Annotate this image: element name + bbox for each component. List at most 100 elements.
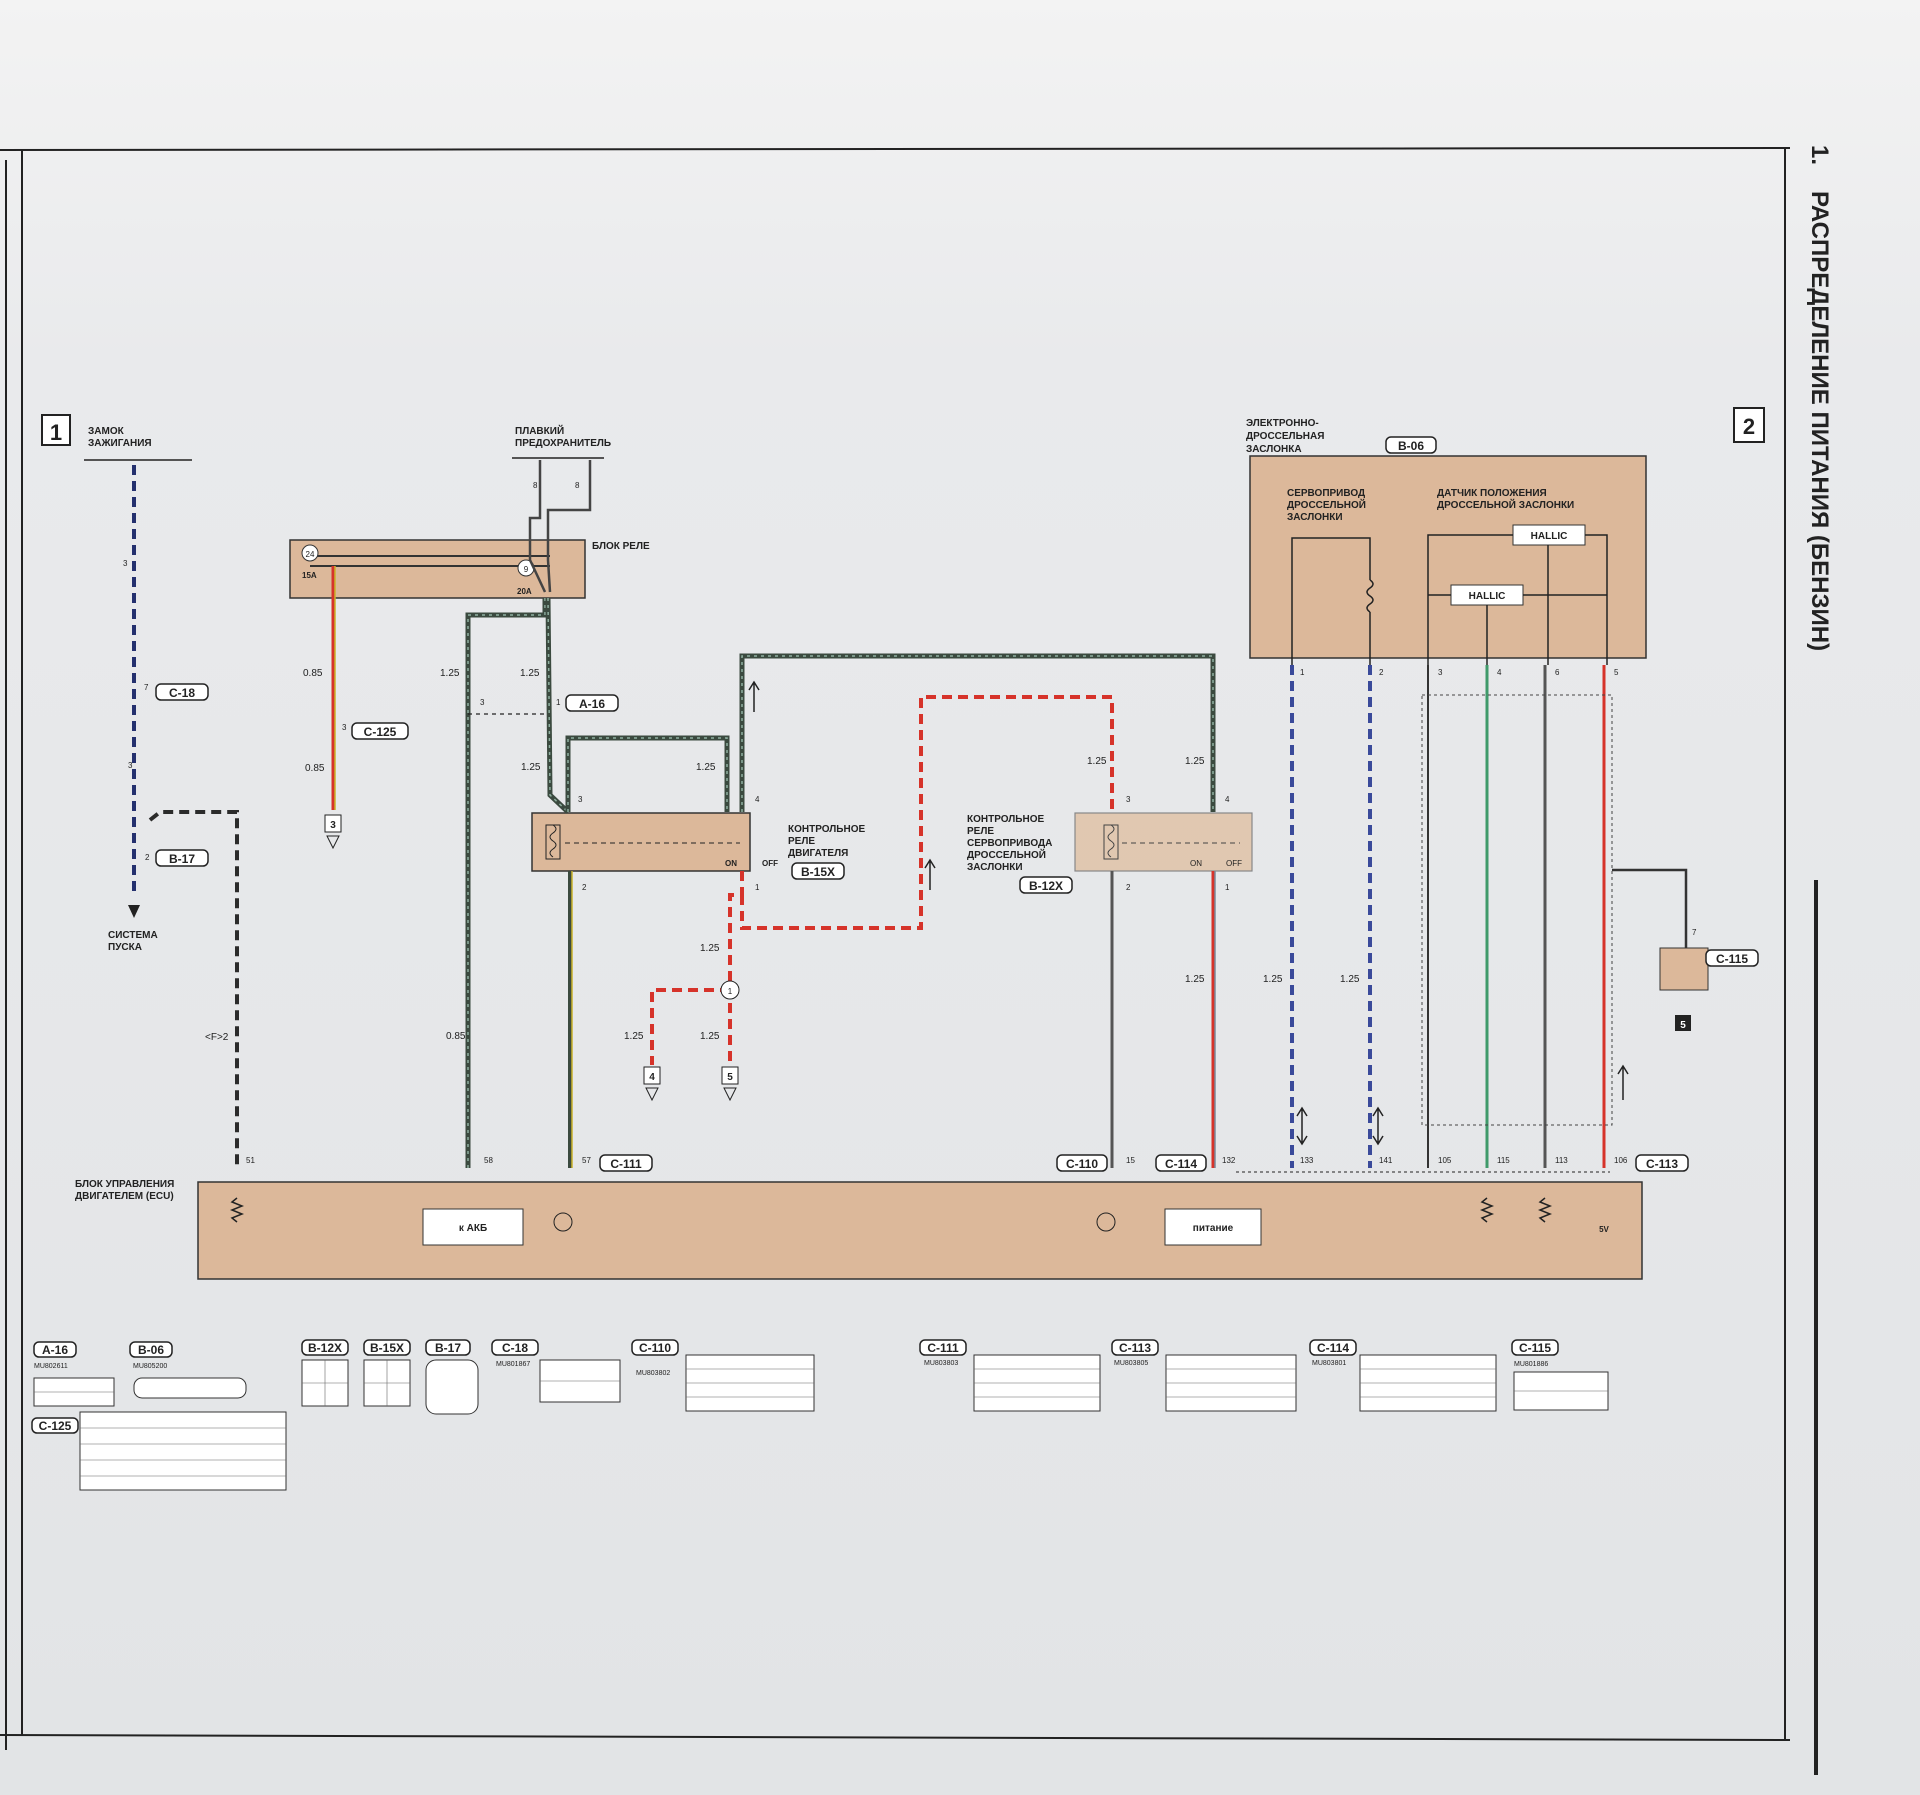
c115-component: 5	[1659, 947, 1709, 1031]
legend-c18: C-18	[491, 1339, 539, 1356]
svg-text:C-125: C-125	[39, 1419, 72, 1433]
svg-text:БЛОК УПРАВЛЕНИЯ: БЛОК УПРАВЛЕНИЯ	[75, 1179, 174, 1190]
svg-text:C-110: C-110	[639, 1341, 671, 1355]
wire-ecu-51	[148, 810, 239, 1170]
svg-text:3: 3	[480, 698, 485, 707]
svg-text:РЕЛЕ: РЕЛЕ	[788, 836, 815, 847]
svg-text:B-12X: B-12X	[308, 1341, 342, 1355]
pin-labels: 3 7 3 2 3 8 8 3 1 3 4 2 1 3 4 2 1 1 2 3 …	[123, 481, 1697, 1165]
svg-text:B-06: B-06	[1398, 439, 1424, 453]
svg-text:РАСПРЕДЕЛЕНИЕ ПИТАНИЯ (БЕНЗИН): РАСПРЕДЕЛЕНИЕ ПИТАНИЯ (БЕНЗИН)	[1806, 191, 1833, 651]
svg-text:0.85: 0.85	[303, 668, 323, 679]
svg-text:2: 2	[582, 883, 587, 892]
ecu-block: БЛОК УПРАВЛЕНИЯ ДВИГАТЕЛЕМ (ECU) к АКБ п…	[75, 1179, 1643, 1280]
svg-text:5: 5	[1680, 1020, 1686, 1031]
svg-text:1: 1	[755, 883, 760, 892]
svg-text:HALLIC: HALLIC	[1469, 591, 1506, 602]
svg-text:6: 6	[1555, 668, 1560, 677]
top-labels: ЗАМОК ЗАЖИГАНИЯ ПЛАВКИЙ ПРЕДОХРАНИТЕЛЬ С…	[84, 424, 611, 1043]
svg-text:115: 115	[1497, 1156, 1510, 1165]
direction-arrows	[748, 680, 1629, 1146]
connector-b15x: B-15X	[791, 862, 845, 880]
svg-text:ДРОССЕЛЬНОЙ: ДРОССЕЛЬНОЙ	[1287, 498, 1366, 511]
svg-text:57: 57	[582, 1156, 591, 1165]
connector-a16: A-16	[565, 694, 619, 712]
connector-c110: C-110	[1056, 1154, 1108, 1172]
svg-text:15A: 15A	[302, 571, 317, 580]
svg-text:58: 58	[484, 1156, 493, 1165]
legend-c125: C-125	[31, 1417, 79, 1434]
wire-relay-to-tcr	[739, 653, 1216, 812]
svg-text:5: 5	[1614, 668, 1619, 677]
svg-text:3: 3	[330, 820, 336, 831]
svg-text:113: 113	[1555, 1156, 1568, 1165]
svg-text:MU802611: MU802611	[34, 1363, 68, 1370]
svg-text:1.: 1.	[1806, 145, 1833, 165]
svg-text:1.25: 1.25	[700, 1031, 720, 1042]
connector-b12x: B-12X	[1019, 876, 1073, 894]
svg-text:1: 1	[556, 698, 561, 707]
svg-text:A-16: A-16	[42, 1343, 68, 1357]
svg-text:15: 15	[1126, 1156, 1135, 1165]
svg-text:3: 3	[1438, 668, 1443, 677]
svg-text:C-111: C-111	[927, 1341, 959, 1355]
legend-b17: B-17	[425, 1339, 471, 1356]
svg-text:105: 105	[1438, 1156, 1452, 1165]
legend-b12x: B-12X	[301, 1339, 349, 1356]
svg-text:OFF: OFF	[762, 859, 778, 868]
connector-legend: A-16 B-06 B-12X B-15X B-17 C-18 C-110 C-…	[31, 1339, 1609, 1491]
svg-text:1: 1	[50, 420, 62, 445]
page-frame	[0, 147, 1818, 1775]
svg-text:132: 132	[1222, 1156, 1236, 1165]
ground-ref-3: 3	[324, 814, 342, 850]
svg-text:ДРОССЕЛЬНОЙ ЗАСЛОНКИ: ДРОССЕЛЬНОЙ ЗАСЛОНКИ	[1437, 498, 1574, 511]
connector-b06: B-06	[1385, 436, 1437, 454]
svg-text:1.25: 1.25	[1263, 974, 1283, 985]
svg-text:ДРОССЕЛЬНОЙ: ДРОССЕЛЬНОЙ	[967, 848, 1046, 861]
svg-text:C-113: C-113	[1119, 1341, 1151, 1355]
svg-text:141: 141	[1379, 1156, 1393, 1165]
ground-ref-4: 4	[643, 1066, 661, 1102]
svg-text:B-12X: B-12X	[1029, 879, 1063, 893]
svg-text:1: 1	[1225, 883, 1230, 892]
wire-fusible-link	[528, 460, 547, 593]
svg-text:MU805200: MU805200	[133, 1363, 167, 1370]
svg-text:24: 24	[306, 550, 315, 559]
wire-relay-out	[728, 871, 744, 1065]
svg-text:ДВИГАТЕЛЯ: ДВИГАТЕЛЯ	[788, 848, 848, 859]
svg-text:5: 5	[727, 1072, 733, 1083]
svg-text:1.25: 1.25	[700, 943, 720, 954]
svg-text:B-17: B-17	[169, 852, 195, 866]
svg-text:1.25: 1.25	[1185, 974, 1205, 985]
connector-b17: B-17	[155, 849, 209, 867]
panel-number-1: 1	[41, 414, 71, 446]
legend-b15x: B-15X	[363, 1339, 411, 1356]
legend-c115: C-115	[1511, 1339, 1559, 1356]
svg-text:ЗАЖИГАНИЯ: ЗАЖИГАНИЯ	[88, 438, 152, 449]
engine-control-relay: ON OFF КОНТРОЛЬНОЕ РЕЛЕ ДВИГАТЕЛЯ	[531, 812, 865, 872]
svg-text:2: 2	[145, 853, 150, 862]
svg-text:3: 3	[1126, 795, 1131, 804]
svg-text:20A: 20A	[517, 587, 532, 596]
svg-text:1: 1	[728, 987, 733, 996]
connector-c111: C-111	[599, 1154, 653, 1172]
svg-text:MU803803: MU803803	[924, 1360, 958, 1367]
svg-text:СЕРВОПРИВОДА: СЕРВОПРИВОДА	[967, 838, 1052, 849]
section-title: 1. РАСПРЕДЕЛЕНИЕ ПИТАНИЯ (БЕНЗИН)	[1806, 145, 1833, 651]
svg-text:7: 7	[144, 683, 149, 692]
svg-text:4: 4	[1497, 668, 1502, 677]
svg-text:8: 8	[533, 481, 538, 490]
svg-text:РЕЛЕ: РЕЛЕ	[967, 826, 994, 837]
connector-c115: C-115	[1705, 949, 1759, 967]
svg-text:ЗАСЛОНКА: ЗАСЛОНКА	[1246, 444, 1302, 455]
svg-text:B-15X: B-15X	[801, 865, 835, 879]
relay-box: 24 15A 9 20A БЛОК РЕЛЕ	[289, 539, 650, 599]
svg-text:MU801867: MU801867	[496, 1361, 530, 1368]
svg-text:2: 2	[1379, 668, 1384, 677]
svg-text:MU803801: MU803801	[1312, 1360, 1346, 1367]
svg-text:MU803802: MU803802	[636, 1370, 670, 1377]
svg-text:ПРЕДОХРАНИТЕЛЬ: ПРЕДОХРАНИТЕЛЬ	[515, 438, 611, 449]
connector-c18: C-18	[155, 683, 209, 701]
